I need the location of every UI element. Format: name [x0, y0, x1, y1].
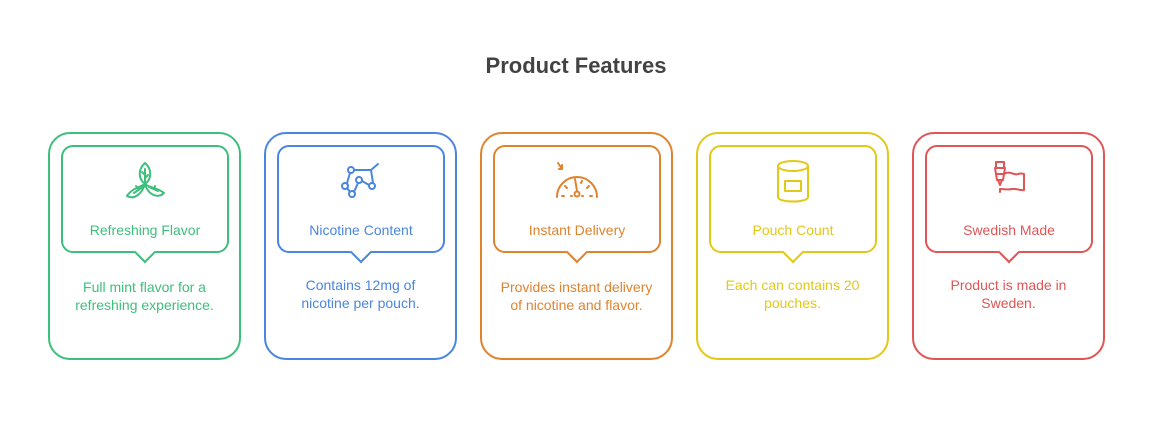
hand-flag-icon: [984, 157, 1034, 207]
feature-header-box: Instant Delivery: [493, 145, 661, 264]
feature-label: Refreshing Flavor: [89, 222, 201, 238]
pointer: [349, 240, 373, 264]
page-title: Product Features: [485, 53, 667, 78]
feature-label: Nicotine Content: [309, 222, 413, 238]
can-icon: [768, 157, 818, 207]
molecule-icon: [336, 157, 386, 207]
feature-header-box: Swedish Made: [925, 145, 1093, 264]
feature-card-instant-delivery: Instant Delivery Provides instant delive…: [480, 132, 673, 360]
pointer: [565, 240, 589, 264]
pointer: [781, 240, 805, 264]
feature-description: Provides instant delivery of nicotine an…: [500, 279, 653, 313]
feature-card-swedish-made: Swedish Made Product is made in Sweden.: [912, 132, 1105, 360]
feature-description: Product is made in Sweden.: [950, 277, 1067, 311]
feature-card-pouch-count: Pouch Count Each can contains 20 pouches…: [696, 132, 889, 360]
feature-label: Swedish Made: [963, 222, 1055, 238]
feature-card-refreshing-flavor: Refreshing Flavor Full mint flavor for a…: [48, 132, 241, 360]
feature-card-nicotine-content: Nicotine Content Contains 12mg of nicoti…: [264, 132, 457, 360]
feature-header-box: Nicotine Content: [277, 145, 445, 264]
speedometer-icon: [552, 157, 602, 207]
pointer: [133, 240, 157, 264]
pointer: [997, 240, 1021, 264]
feature-description: Full mint flavor for a refreshing experi…: [75, 279, 214, 313]
feature-label: Instant Delivery: [528, 222, 626, 238]
feature-label: Pouch Count: [752, 222, 834, 238]
mint-leaves-icon: [120, 157, 170, 207]
feature-header-box: Refreshing Flavor: [61, 145, 229, 264]
feature-description: Contains 12mg of nicotine per pouch.: [301, 277, 420, 311]
feature-description: Each can contains 20 pouches.: [725, 277, 860, 311]
feature-header-box: Pouch Count: [709, 145, 877, 264]
